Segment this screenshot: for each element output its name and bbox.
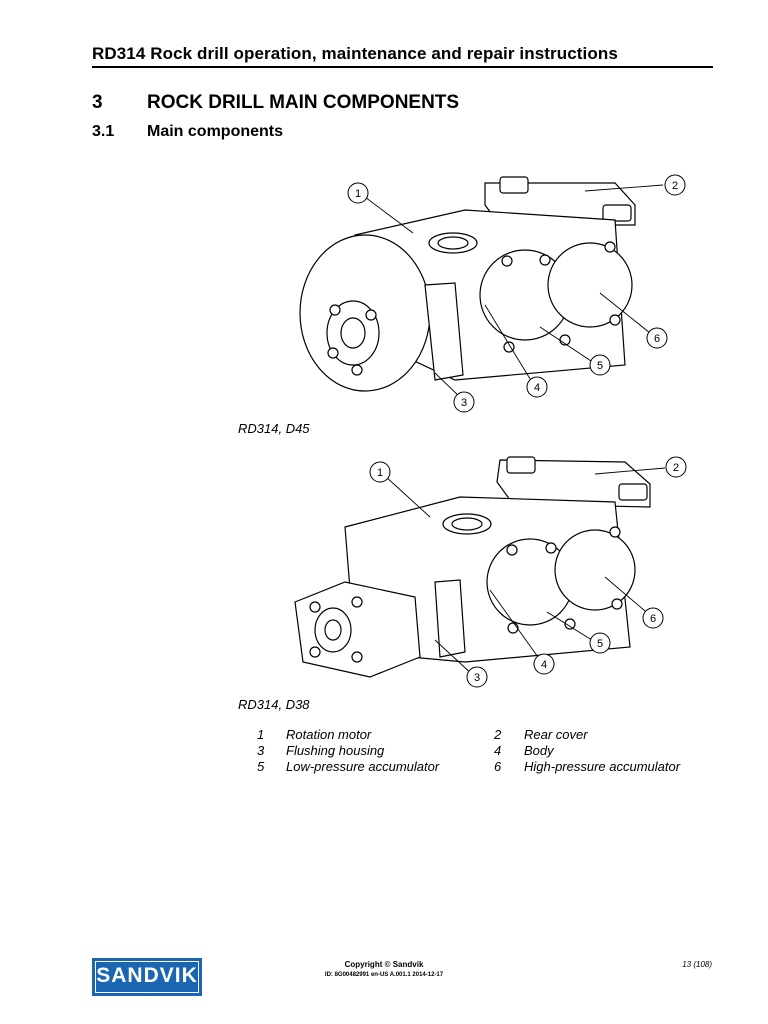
svg-text:3: 3 [474, 672, 480, 684]
legend-label-3: Flushing housing [286, 743, 385, 758]
figure-caption-d38: RD314, D38 [238, 697, 310, 712]
callout-4 [533, 653, 555, 675]
footer-doc-id: ID: 8G00482991 en-US A.001.1 2014-12-17 [324, 972, 444, 978]
svg-text:2: 2 [672, 180, 678, 192]
callout-1 [347, 182, 369, 204]
subsection-title: Main components [147, 123, 284, 140]
logo-text: SANDVIK [96, 964, 198, 987]
callout-6 [642, 607, 664, 629]
figure-rd314-d38: 1 2 3 4 5 6 [294, 456, 687, 688]
legend-label-4: Body [524, 743, 554, 758]
svg-text:5: 5 [597, 638, 603, 650]
svg-text:6: 6 [654, 333, 660, 345]
legend-label-6: High-pressure accumulator [524, 759, 681, 774]
legend-num-3: 3 [257, 743, 265, 758]
svg-text:4: 4 [534, 382, 540, 394]
section-title: ROCK DRILL MAIN COMPONENTS [147, 92, 460, 113]
callout-3 [466, 666, 488, 688]
callout-1 [369, 461, 391, 483]
section-number: 3 [92, 92, 103, 113]
legend-num-5: 5 [257, 759, 265, 774]
footer-page-number: 13 (108) [682, 960, 712, 969]
callout-5 [589, 354, 611, 376]
svg-text:3: 3 [461, 397, 467, 409]
svg-text:6: 6 [650, 613, 656, 625]
figure-rd314-d45: 1 2 3 4 5 6 [299, 174, 686, 413]
svg-text:1: 1 [355, 188, 361, 200]
callout-5 [589, 632, 611, 654]
header-rule [92, 66, 713, 68]
legend-label-5: Low-pressure accumulator [286, 759, 440, 774]
legend-num-6: 6 [494, 759, 502, 774]
callout-4 [526, 376, 548, 398]
svg-text:2: 2 [673, 462, 679, 474]
legend-label-1: Rotation motor [286, 727, 372, 742]
footer-copyright: Copyright © Sandvik [344, 960, 424, 969]
legend-num-2: 2 [494, 727, 502, 742]
callout-2 [664, 174, 686, 196]
sandvik-logo: SANDVIK [92, 958, 202, 996]
page-header-title: RD314 Rock drill operation, maintenance … [92, 44, 618, 63]
svg-text:5: 5 [597, 360, 603, 372]
subsection-number: 3.1 [92, 123, 115, 140]
legend-label-2: Rear cover [524, 727, 588, 742]
callout-6 [646, 327, 668, 349]
legend-num-4: 4 [494, 743, 502, 758]
legend-num-1: 1 [257, 727, 265, 742]
callout-3 [453, 391, 475, 413]
svg-text:1: 1 [377, 467, 383, 479]
figure-caption-d45: RD314, D45 [238, 421, 310, 436]
callout-2 [665, 456, 687, 478]
svg-text:4: 4 [541, 659, 547, 671]
